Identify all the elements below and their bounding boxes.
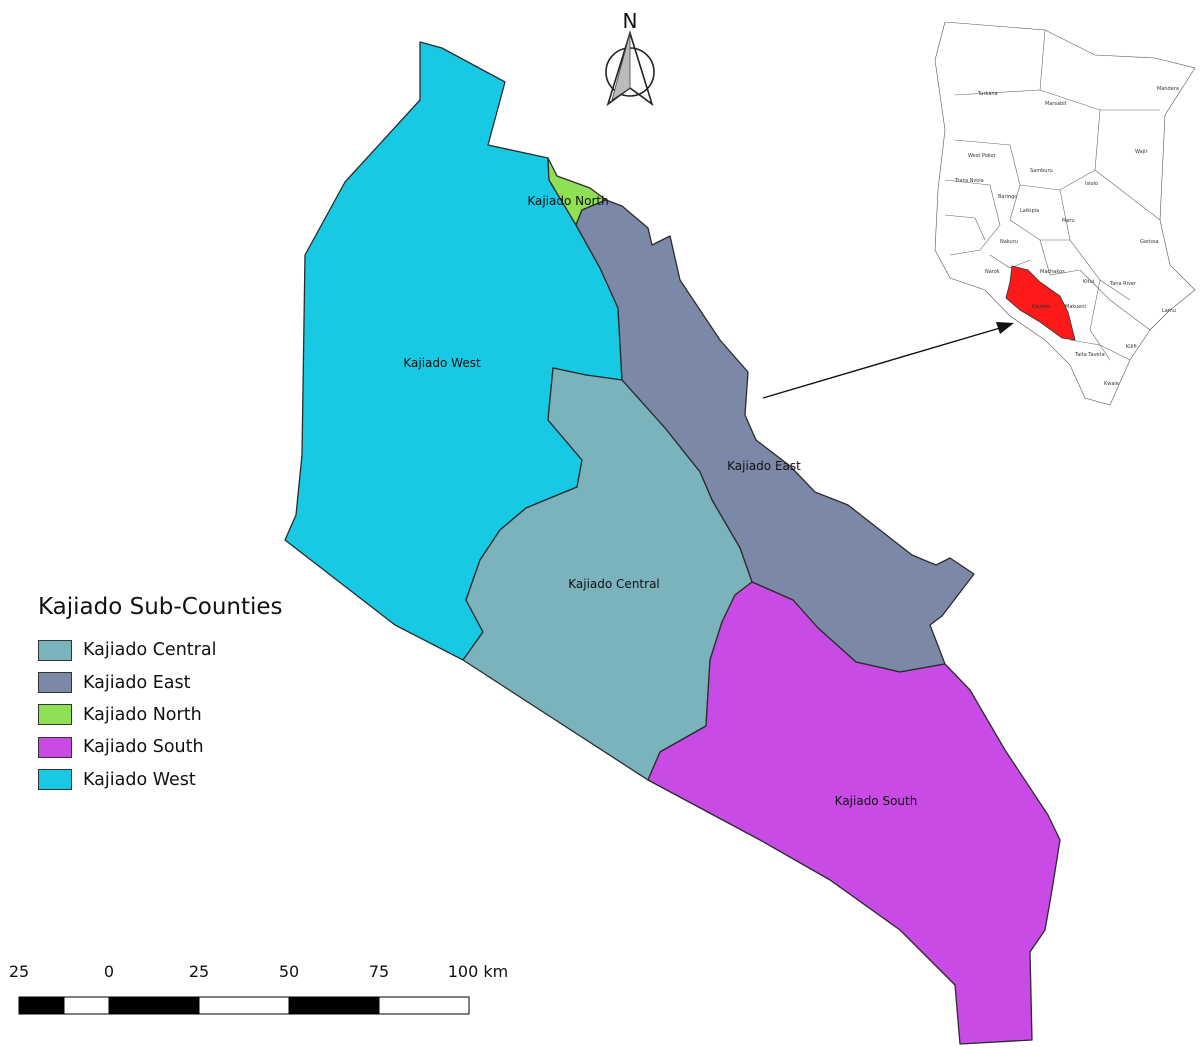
- inset-label-nakuru: Nakuru: [1000, 239, 1018, 245]
- inset-label-narok: Narok: [985, 269, 1000, 275]
- north-arrow-letter: N: [623, 9, 638, 33]
- legend-label: Kajiado South: [83, 737, 204, 758]
- legend-swatch: [38, 639, 72, 661]
- scale-bar: 25 0 25 50 75 100 km: [9, 962, 508, 1015]
- inset-label-tana-river: Tana River: [1109, 281, 1137, 287]
- region-label-kajiado-south: Kajiado South: [835, 794, 918, 808]
- legend-label: Kajiado East: [83, 672, 191, 693]
- inset-label-isiolo: Isiolo: [1085, 181, 1098, 187]
- legend-item: Kajiado East: [38, 666, 283, 698]
- legend-swatch: [38, 769, 72, 791]
- inset-county-borders: [944, 29, 1161, 361]
- scale-bar-segment: [288, 996, 380, 1015]
- inset-label-wajir: Wajir: [1135, 149, 1148, 155]
- inset-label-makueni: Makueni: [1065, 304, 1086, 310]
- scale-label: 100 km: [448, 962, 508, 981]
- inset-label-kajiado: Kajiado: [1032, 304, 1050, 310]
- legend-label: Kajiado Central: [83, 640, 217, 661]
- legend-swatch: [38, 672, 72, 694]
- scale-label: 50: [279, 962, 299, 981]
- scale-bar-segment: [198, 996, 290, 1015]
- inset-label-turkana: Turkana: [977, 91, 998, 97]
- legend-item: Kajiado South: [38, 731, 283, 763]
- scale-bar-segment: [63, 996, 110, 1015]
- legend: Kajiado Sub-Counties Kajiado Central Kaj…: [38, 594, 283, 796]
- inset-label-mandera: Mandera: [1157, 86, 1179, 92]
- legend-item: Kajiado Central: [38, 634, 283, 666]
- legend-swatch: [38, 736, 72, 758]
- legend-swatch: [38, 704, 72, 726]
- scale-label: 75: [369, 962, 389, 981]
- inset-label-laikipia: Laikipia: [1020, 208, 1039, 214]
- scale-label: 25: [9, 962, 29, 981]
- inset-label-kitui: Kitui: [1083, 279, 1094, 285]
- inset-map-kenya: Turkana Marsabit Mandera Wajir West Poko…: [934, 21, 1196, 406]
- inset-label-lamu: Lamu: [1162, 308, 1176, 314]
- inset-label-west-pokot: West Pokot: [968, 153, 996, 159]
- scale-bar-segment: [18, 996, 65, 1015]
- scale-bar-segment: [108, 996, 200, 1015]
- inset-kajiado-highlight: [1005, 265, 1076, 341]
- inset-label-taita-taveta: Taita Taveta: [1074, 352, 1105, 358]
- region-label-kajiado-north: Kajiado North: [527, 194, 608, 208]
- inset-label-kwale: Kwale: [1104, 381, 1119, 387]
- inset-county-labels: Turkana Marsabit Mandera Wajir West Poko…: [954, 86, 1179, 387]
- inset-label-marsabit: Marsabit: [1045, 101, 1067, 107]
- north-arrow-hatch: [611, 32, 631, 101]
- inset-label-trans-nzoia: Trans Nzoia: [954, 178, 984, 184]
- inset-pointer-arrow: [762, 322, 1014, 399]
- region-label-kajiado-west: Kajiado West: [403, 356, 481, 370]
- legend-item: Kajiado North: [38, 699, 283, 731]
- inset-label-meru: Meru: [1062, 218, 1075, 224]
- inset-label-kilifi: Kilifi: [1126, 344, 1137, 350]
- inset-label-machakos: Machakos: [1040, 269, 1065, 275]
- region-kajiado-south: [647, 581, 1061, 1045]
- legend-label: Kajiado West: [83, 769, 196, 790]
- inset-label-baringo: Baringo: [998, 194, 1017, 200]
- region-label-kajiado-central: Kajiado Central: [568, 577, 660, 591]
- scale-label: 0: [104, 962, 114, 981]
- scale-bar-segment: [378, 996, 470, 1015]
- legend-title: Kajiado Sub-Counties: [38, 594, 283, 620]
- region-label-kajiado-east: Kajiado East: [727, 459, 801, 473]
- scale-label: 25: [189, 962, 209, 981]
- inset-label-samburu: Samburu: [1030, 168, 1053, 174]
- legend-item: Kajiado West: [38, 764, 283, 796]
- inset-label-garissa: Garissa: [1140, 239, 1159, 245]
- legend-label: Kajiado North: [83, 704, 202, 725]
- north-arrow: N: [605, 9, 655, 107]
